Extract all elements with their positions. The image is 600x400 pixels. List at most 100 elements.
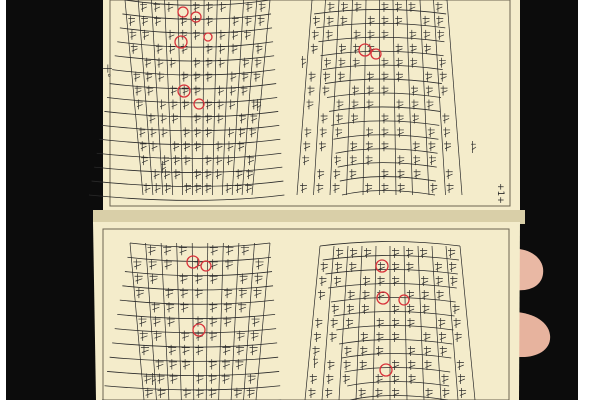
lower-left-grid-cell-glyph [139, 330, 148, 341]
upper-left-grid-cell-glyph [129, 29, 137, 40]
upper-right-grid-cell-glyph [411, 113, 419, 124]
upper-right-grid-cell-glyph [381, 113, 389, 124]
upper-right-grid-row-line [326, 92, 442, 98]
lower-left-grid-cell-glyph [247, 373, 256, 384]
upper-right-grid-cell-glyph [333, 155, 341, 166]
upper-left-grid-row-line [101, 124, 280, 132]
upper-right-grid-cell-glyph [446, 183, 454, 193]
lower-left-grid-cell-glyph [249, 344, 258, 356]
upper-right-grid-row-line [318, 36, 445, 43]
upper-right-grid-cell-glyph [332, 183, 340, 193]
upper-left-grid-cell-glyph [144, 57, 152, 68]
lower-right-grid-cell-glyph [408, 374, 416, 384]
lower-right-grid-cell-glyph [406, 248, 414, 258]
lower-right-grid-cell-glyph [343, 360, 351, 370]
upper-right-grid-red-circle [358, 43, 372, 57]
lower-right-grid-row-line [339, 339, 453, 345]
upper-left-grid-cell-glyph [134, 85, 142, 96]
lower-right-grid-row-line [336, 325, 454, 331]
lower-left-grid-cell-glyph [209, 259, 218, 270]
upper-right-grid-cell-glyph [349, 155, 357, 166]
upper-left-grid-col-line [202, 0, 205, 196]
lower-left-grid-cell-glyph [143, 373, 152, 384]
lower-left-grid-cell-glyph [253, 287, 262, 299]
lower-right-grid-cell-glyph [449, 262, 457, 272]
upper-left-grid-red-circle [177, 6, 189, 18]
upper-left-grid-cell-glyph [241, 71, 249, 82]
upper-left-grid-cell-glyph [133, 71, 141, 82]
upper-left-grid-cell-glyph [254, 57, 262, 68]
upper-left-grid-cell-glyph [182, 99, 189, 110]
lower-left-grid-col-line [255, 242, 271, 400]
upper-right-grid-cell-glyph [341, 2, 348, 12]
upper-left-grid-cell-glyph [242, 57, 250, 68]
lower-right-grid-col-line [372, 245, 377, 400]
lower-right-grid-cell-glyph [312, 346, 320, 356]
upper-left-grid-cell-glyph [255, 43, 263, 54]
lower-left-grid-cell-glyph [209, 302, 218, 313]
lower-right-grid-cell-glyph [319, 276, 327, 286]
lower-left-grid-cell-glyph [140, 344, 150, 356]
upper-left-grid-cell-glyph [130, 43, 138, 54]
upper-left-grid-cell-glyph [231, 15, 239, 26]
upper-left-grid-cell-glyph [171, 113, 178, 124]
upper-right-grid-cell-glyph [428, 141, 436, 152]
upper-right-grid-cell-glyph [395, 57, 403, 68]
side-label-glyph [301, 56, 307, 68]
upper-right-grid-cell-glyph [336, 99, 344, 110]
upper-right-grid-row-line [316, 22, 446, 29]
lower-left-grid-cell-glyph [251, 316, 260, 327]
lower-right-grid-cell-glyph [421, 290, 429, 300]
lower-left-grid-cell-glyph [144, 387, 153, 398]
lower-right-grid-cell-glyph [350, 248, 358, 258]
upper-right-grid-cell-glyph [352, 57, 360, 68]
lower-left-grid-cell-glyph [224, 287, 233, 299]
upper-left-grid-cell-glyph [152, 169, 160, 180]
lower-left-grid-cell-glyph [238, 287, 247, 299]
lower-left-grid-cell-glyph [236, 330, 245, 341]
upper-right-grid-cell-glyph [410, 57, 418, 68]
upper-left-grid-cell-glyph [162, 155, 170, 166]
upper-right-grid-cell-glyph [381, 15, 389, 26]
upper-left-grid-cell-glyph [172, 155, 180, 166]
upper-left-grid-cell-glyph [173, 169, 181, 180]
upper-right-grid-cell-glyph [444, 141, 451, 152]
lower-left-grid-cell-glyph [133, 259, 142, 270]
upper-left-grid-cell-glyph [193, 113, 201, 124]
lower-left-grid-col-line [230, 242, 240, 400]
upper-left-grid-cell-glyph [224, 183, 232, 193]
upper-left-grid-col-line [137, 0, 154, 196]
lower-left-grid-red-circle [186, 255, 200, 269]
lower-left-grid-cell-glyph [169, 373, 178, 384]
lower-right-grid-cell-glyph [450, 276, 458, 286]
upper-left-grid-cell-glyph [164, 183, 171, 193]
lower-right-grid-cell-glyph [376, 332, 384, 342]
book-spine [93, 210, 525, 224]
upper-right-grid-cell-glyph [325, 29, 333, 40]
upper-left-grid-cell-glyph [155, 43, 163, 54]
lower-right-grid-cell-glyph [333, 276, 342, 286]
lower-left-grid-cell-glyph [225, 245, 234, 256]
upper-right-grid-cell-glyph [422, 15, 430, 26]
lower-right-grid-cell-glyph [375, 374, 383, 384]
upper-left-grid-cell-glyph [237, 141, 245, 152]
upper-left-grid-cell-glyph [205, 113, 212, 124]
upper-right-grid-cell-glyph [304, 127, 312, 138]
upper-left-grid-cell-glyph [194, 141, 201, 152]
upper-left-grid-cell-glyph [159, 99, 166, 110]
upper-right-grid-cell-glyph [413, 169, 421, 180]
upper-right-grid-cell-glyph [408, 2, 416, 12]
lower-left-grid-cell-glyph [254, 273, 263, 284]
upper-right-grid-cell-glyph [425, 85, 433, 96]
lower-left-grid-cell-glyph [151, 302, 160, 313]
lower-right-grid-cell-glyph [442, 388, 450, 398]
upper-right-grid-cell-glyph [327, 2, 335, 12]
lower-left-grid-row-line [107, 371, 280, 377]
upper-left-grid-cell-glyph [138, 127, 146, 138]
lower-right-grid-cell-glyph [376, 318, 384, 328]
upper-left-grid-cell-glyph [163, 169, 170, 180]
lower-right-grid-cell-glyph [436, 290, 444, 300]
lower-right-grid-row-line [333, 311, 455, 317]
upper-right-grid-cell-glyph [300, 183, 307, 193]
lower-right-grid-cell-glyph [317, 290, 326, 300]
